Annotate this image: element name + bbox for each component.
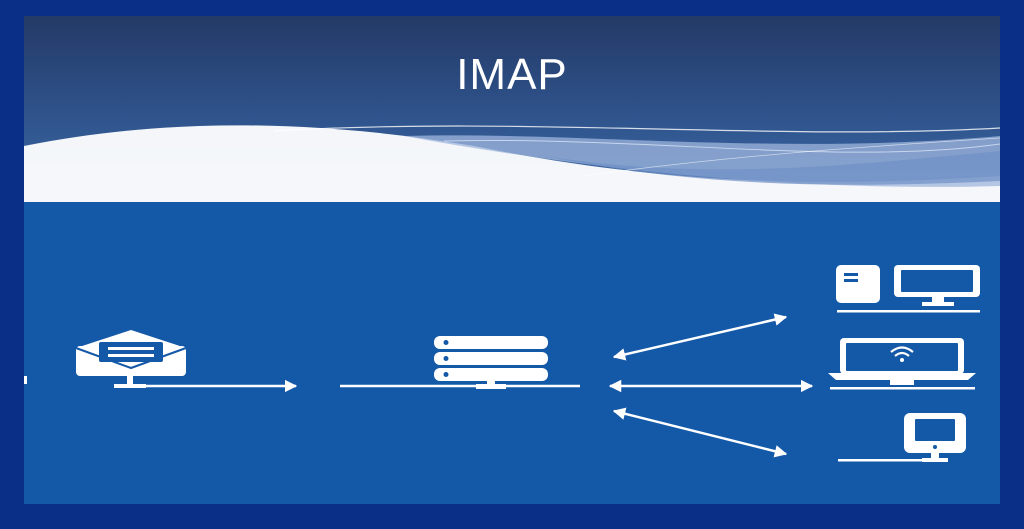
desktop-computer-icon [836, 265, 980, 313]
imap-diagram [24, 265, 980, 462]
slide-title: IMAP [456, 50, 568, 99]
email-envelope-icon [75, 330, 187, 388]
laptop-wifi-icon [828, 338, 976, 390]
arrow-server-tablet [612, 407, 788, 458]
arrow-server-desktop [612, 313, 788, 361]
header-wave-decoration [24, 125, 1000, 202]
slide: IMAP [24, 16, 1000, 504]
left-edge-stub [24, 376, 27, 384]
server-rack-icon [434, 336, 548, 389]
tablet-icon [838, 413, 966, 462]
slide-header: IMAP [24, 16, 1000, 202]
